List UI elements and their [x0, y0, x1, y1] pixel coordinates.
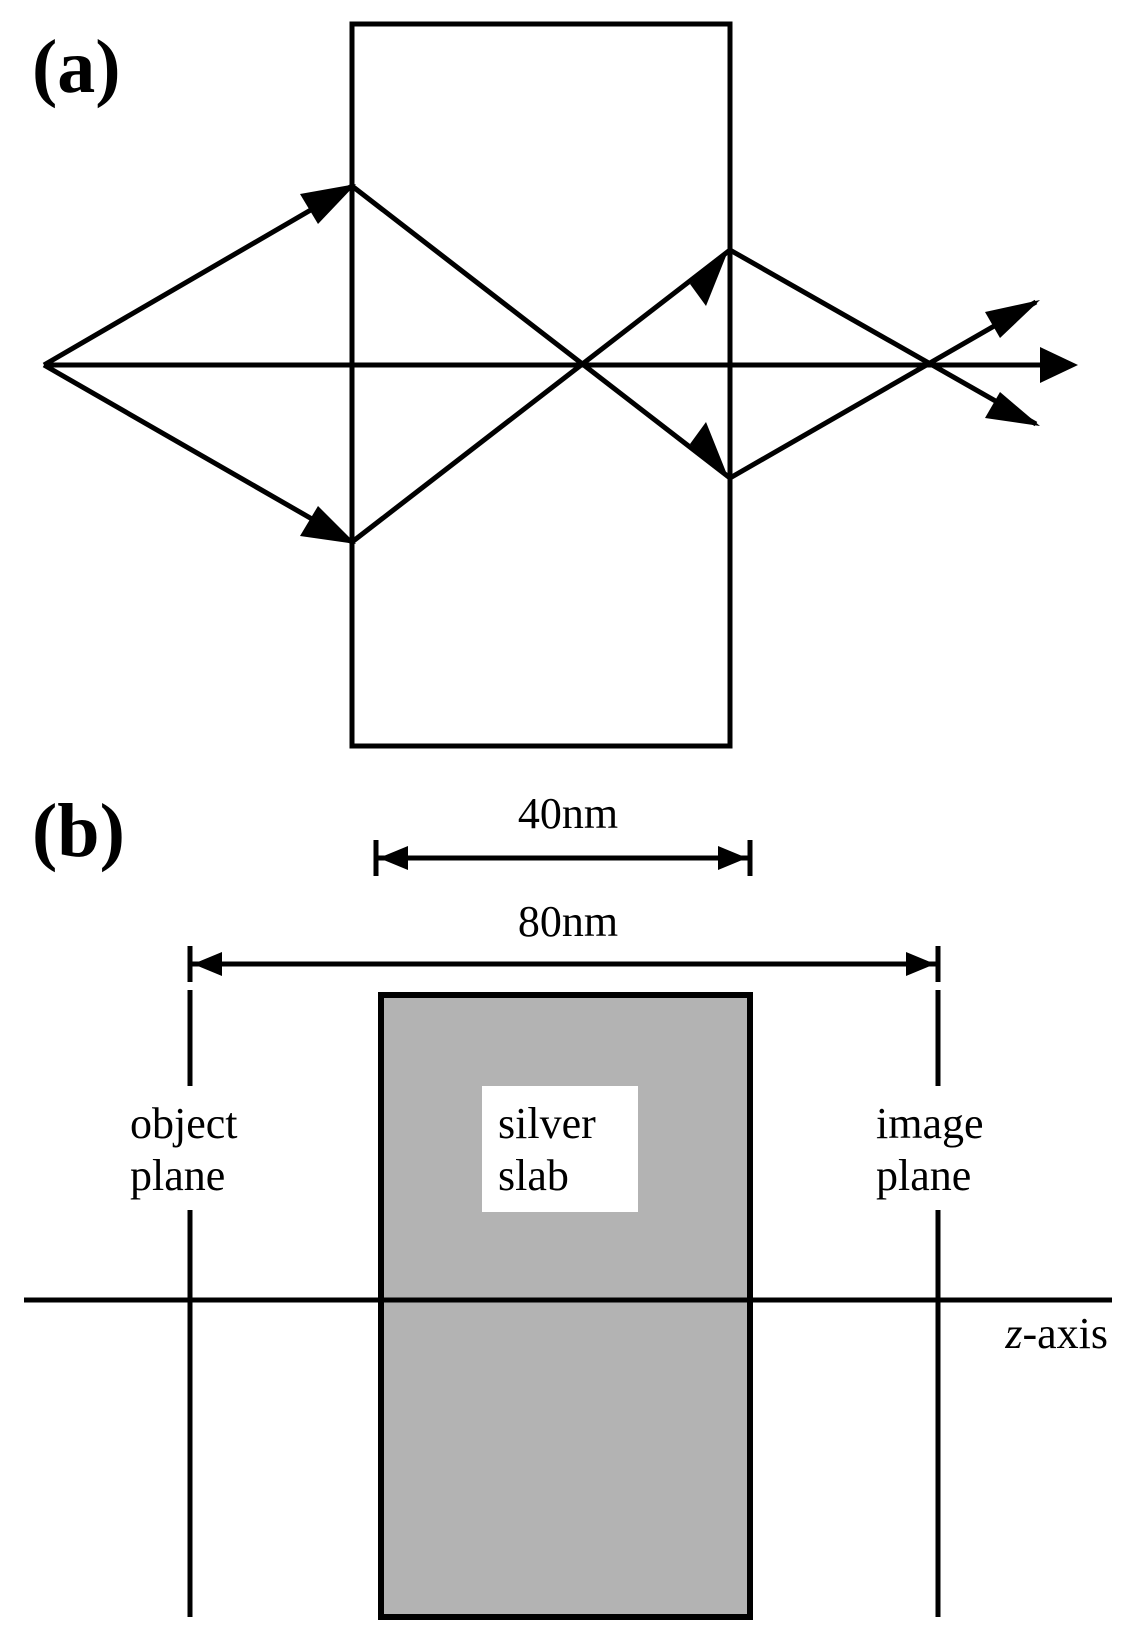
silver-slab-label-box	[482, 1086, 638, 1212]
object-plane-label-line1: object	[130, 1099, 238, 1148]
silver-slab-label-line2: slab	[498, 1151, 569, 1200]
z-axis-label: z-axis	[1004, 1309, 1108, 1358]
image-plane-label-line1: image	[876, 1099, 984, 1148]
ray-upper	[42, 183, 1040, 481]
panel-a-label: (a)	[32, 25, 121, 109]
ray-lower	[42, 247, 1040, 545]
lens-slab-outline	[349, 21, 733, 749]
panel-b-label: (b)	[32, 789, 125, 873]
image-plane-label-line2: plane	[876, 1151, 971, 1200]
silver-slab-label-line1: silver	[498, 1099, 596, 1148]
dimension-80nm-label: 80nm	[518, 897, 618, 946]
z-axis-label-suffix: -axis	[1022, 1309, 1108, 1358]
dimension-80nm-arrow	[187, 946, 941, 982]
z-axis-label-variable: z	[1004, 1309, 1022, 1358]
dimension-40nm-arrow	[373, 840, 753, 876]
object-plane-label-line2: plane	[130, 1151, 225, 1200]
panel-a: (a)	[32, 21, 1078, 749]
axis-arrowhead	[1040, 347, 1078, 383]
dimension-40nm-label: 40nm	[518, 789, 618, 838]
panel-b: (b) 40nm 80nm silver slab object	[24, 789, 1112, 1620]
